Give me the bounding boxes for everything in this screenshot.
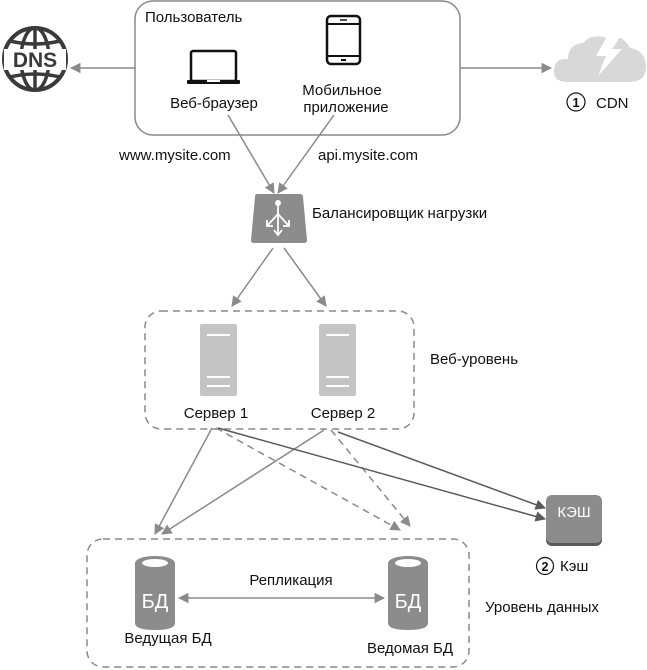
server1-to-slave-arrow	[215, 427, 401, 531]
cdn-label: CDN	[596, 95, 629, 112]
cache-icon: КЭШ	[546, 495, 602, 546]
master-db-label: Ведущая БД	[124, 630, 211, 647]
server2-icon	[319, 324, 356, 396]
dns-globe-icon: DNS	[2, 26, 68, 92]
mobile-phone-icon	[325, 14, 362, 66]
web-domain-label: www.mysite.com	[118, 147, 231, 164]
svg-text:КЭШ: КЭШ	[557, 504, 590, 521]
server1-label: Сервер 1	[184, 405, 249, 422]
load-balancer-icon	[251, 194, 307, 243]
lb-to-server2-arrow	[283, 247, 327, 307]
mobile-app-label-line2: приложение	[303, 99, 388, 116]
slave-db-label: Ведомая БД	[367, 640, 453, 657]
browser-to-lb-arrow	[227, 114, 275, 194]
server1-to-master-arrow	[154, 427, 213, 535]
server2-to-slave-arrow	[330, 429, 411, 527]
svg-text:БД: БД	[395, 591, 422, 613]
web-tier-group: Сервер 1 Сервер 2	[144, 310, 415, 430]
lb-to-server1-arrow	[231, 247, 274, 307]
mobile-to-lb-arrow	[277, 114, 335, 194]
web-tier-label: Веб-уровень	[430, 351, 518, 368]
svg-text:2: 2	[542, 560, 549, 574]
user-group: Пользователь Веб-браузер Мобильное прило…	[134, 0, 461, 136]
server2-to-master-arrow	[161, 429, 325, 535]
server1-icon	[200, 324, 237, 396]
cdn-number-badge: 1	[566, 92, 586, 112]
user-group-title: Пользователь	[145, 9, 243, 26]
master-db-icon: БД	[135, 556, 175, 630]
web-tier-box	[144, 310, 415, 430]
server1-to-cache-arrow	[217, 427, 547, 522]
replication-label: Репликация	[249, 572, 332, 589]
mobile-app-label-line1: Мобильное	[302, 82, 382, 99]
svg-text:БД: БД	[142, 591, 169, 613]
cache-label: Кэш	[560, 558, 588, 575]
api-domain-label: api.mysite.com	[318, 147, 418, 164]
data-tier-box	[86, 538, 470, 668]
dns-label: DNS	[13, 49, 57, 72]
laptop-icon	[187, 49, 240, 84]
cache-number-badge: 2	[535, 556, 555, 576]
data-tier-group: БД Ведущая БД БД Ведомая БД Репликация	[86, 538, 470, 668]
data-tier-label: Уровень данных	[485, 599, 599, 616]
slave-db-icon: БД	[388, 556, 428, 630]
server2-label: Сервер 2	[311, 405, 376, 422]
web-browser-label: Веб-браузер	[170, 95, 258, 112]
load-balancer-label: Балансировщик нагрузки	[312, 205, 487, 222]
cdn-cloud-icon	[553, 31, 646, 82]
svg-text:1: 1	[572, 95, 579, 110]
server2-to-cache-arrow	[337, 431, 546, 510]
